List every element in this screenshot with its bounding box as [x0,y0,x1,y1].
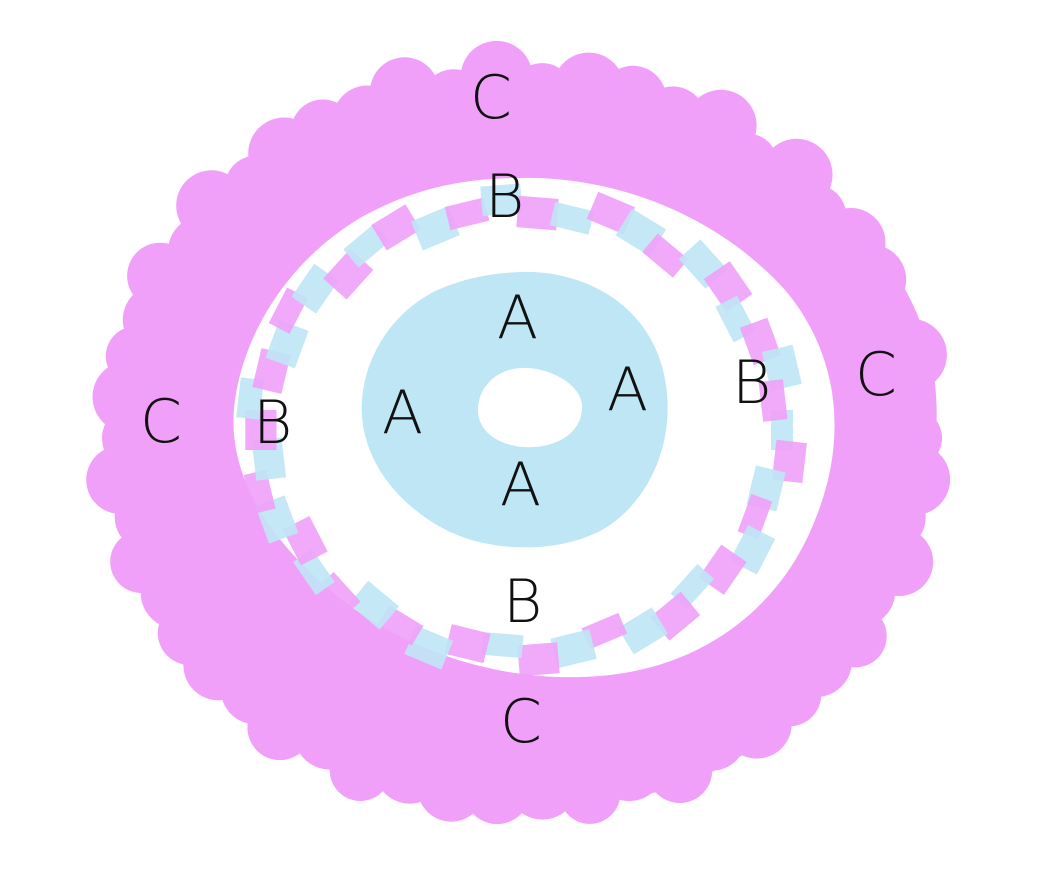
middle-label-top: B [485,162,524,232]
outer-label-left: C [140,387,182,457]
middle-ring-dash [348,580,400,630]
inner-blob-shape [361,271,668,548]
middle-ring-dash [444,624,491,664]
outer-label-bottom: C [500,687,542,757]
middle-ring-dash [581,612,628,650]
middle-ring-dash [371,204,421,251]
middle-label-bottom: B [503,567,542,637]
middle-ring-dash [517,642,560,677]
inner-blob-a [361,271,668,548]
outer-ring-bumps [86,40,951,825]
middle-ring-dash [444,197,490,231]
outer-ring-band [114,71,937,802]
outer-ring-bump [866,367,930,430]
inner-label-top: A [497,283,538,353]
inner-label-right: A [607,355,648,425]
middle-ring-dashes [236,183,807,677]
outer-label-top: C [470,63,512,133]
middle-labels: B B B B [253,162,771,637]
middle-ring-dash [703,261,753,313]
middle-ring-dash [549,201,595,235]
middle-ring-dash [761,344,802,392]
middle-ring-b [236,183,807,677]
outer-ring-bump [374,732,446,804]
middle-ring-dash [550,629,597,669]
outer-ring-bump [370,57,440,127]
middle-ring-dash [642,233,689,278]
outer-ring-c [86,40,951,825]
outer-ring-bump [294,697,366,770]
middle-ring-dash [481,632,524,658]
middle-ring-dash [737,493,773,540]
outer-ring-bump [647,738,713,803]
inner-label-left: A [382,378,423,448]
middle-label-right: B [732,348,771,418]
middle-ring-dash [480,183,523,217]
outer-labels: C C C C [140,63,897,757]
inner-label-bottom: A [500,450,541,520]
middle-ring-dash [617,607,668,655]
middle-ring-dash [265,320,309,369]
middle-label-left: B [253,388,292,458]
middle-ring-dash [243,469,276,514]
inner-labels: A A A A [382,283,648,520]
outer-label-right: C [855,340,897,410]
middle-ring-dash [516,195,559,231]
middle-ring-dash [758,379,788,422]
